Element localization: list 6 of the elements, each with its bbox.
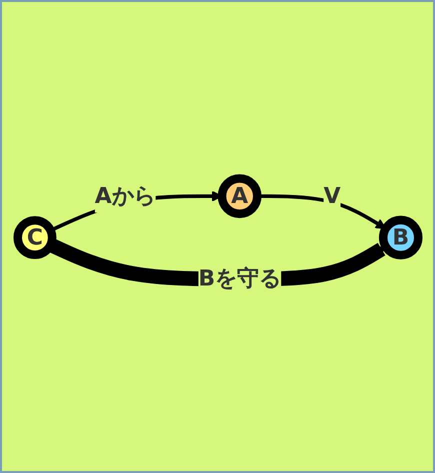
node-circle: C: [12, 216, 56, 259]
edge-label: Aから: [94, 182, 156, 208]
edge-label: Bを守る: [198, 266, 280, 292]
node-circle: B: [378, 215, 422, 259]
node-circle: A: [217, 174, 262, 218]
edge-label: V: [323, 182, 340, 208]
